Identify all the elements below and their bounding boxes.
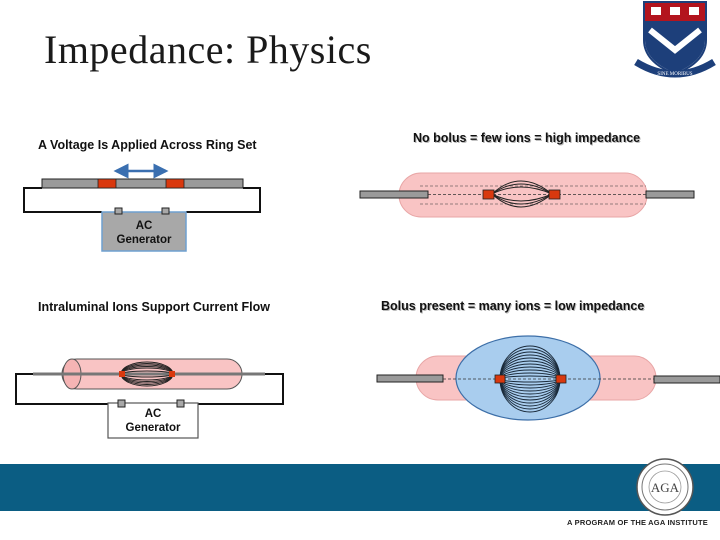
esophagus-tube bbox=[398, 172, 648, 218]
seal-text: AGA bbox=[651, 480, 680, 495]
ring-set-diagram bbox=[23, 163, 261, 252]
electrode bbox=[494, 374, 506, 384]
electrode bbox=[548, 189, 561, 200]
electrode bbox=[482, 189, 495, 200]
slide-title: Impedance: Physics bbox=[44, 27, 372, 72]
intraluminal-ions-diagram bbox=[15, 358, 284, 439]
caption-voltage-applied: A Voltage Is Applied Across Ring Set bbox=[38, 138, 257, 152]
generator-line-2: Generator bbox=[125, 422, 181, 434]
generator-line-1: AC bbox=[144, 408, 162, 420]
no-bolus-diagram bbox=[359, 172, 695, 218]
generator-label-bottom: AC Generator bbox=[108, 407, 198, 435]
penn-crest-icon: SINE MORIBUS bbox=[634, 1, 716, 78]
footer-program-text: A PROGRAM OF THE AGA INSTITUTE bbox=[567, 518, 708, 527]
caption-intraluminal-ions: Intraluminal Ions Support Current Flow bbox=[38, 300, 270, 314]
footer-bar bbox=[0, 464, 720, 511]
electrode bbox=[555, 374, 567, 384]
electrode bbox=[97, 178, 117, 189]
bolus-present-diagram bbox=[376, 335, 720, 421]
caption-no-bolus: No bolus = few ions = high impedance bbox=[413, 131, 641, 145]
ac-generator-box bbox=[101, 211, 187, 252]
crest-motto: SINE MORIBUS bbox=[657, 72, 692, 77]
bolus bbox=[455, 335, 601, 421]
aga-seal-icon: AGA bbox=[636, 458, 694, 516]
caption-bolus-present: Bolus present = many ions = low impedanc… bbox=[381, 299, 645, 313]
generator-line-1: AC bbox=[135, 220, 153, 232]
generator-line-2: Generator bbox=[116, 234, 172, 246]
electrode bbox=[165, 178, 185, 189]
ac-generator-box bbox=[107, 402, 199, 439]
generator-label-top: AC Generator bbox=[102, 219, 186, 247]
